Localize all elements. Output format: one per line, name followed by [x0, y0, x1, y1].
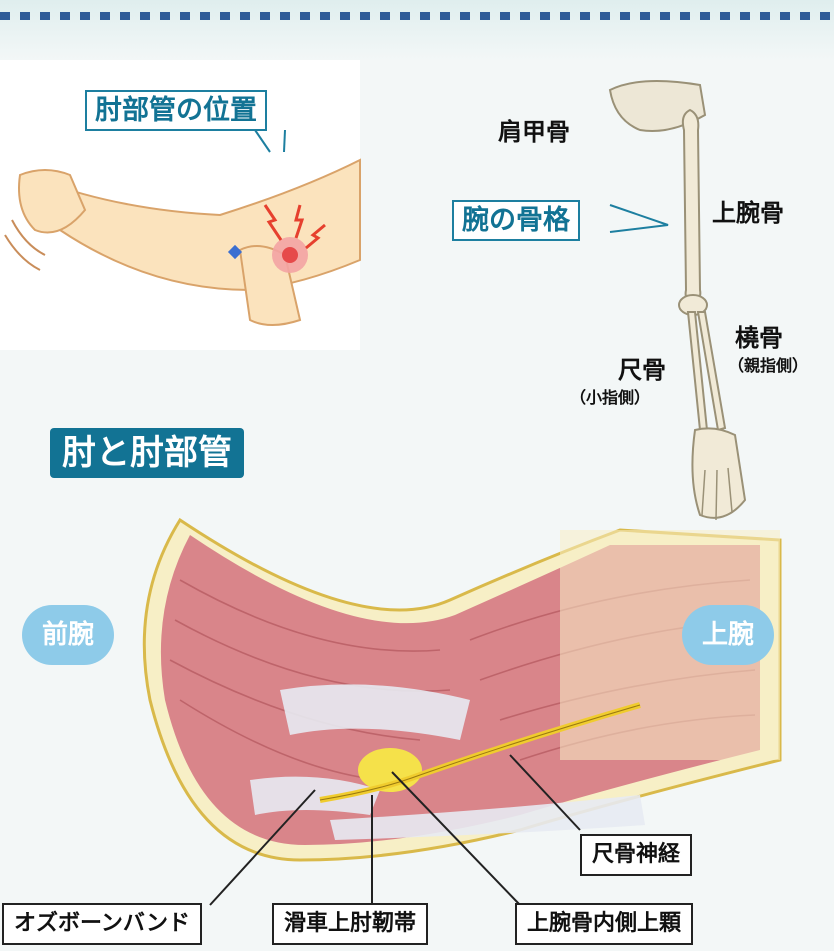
forearm-bubble: 前腕	[22, 605, 114, 665]
ligament-label: 滑車上肘靭帯	[272, 903, 428, 945]
upper-arm-bubble: 上腕	[682, 605, 774, 665]
ulnar-nerve-label: 尺骨神経	[580, 834, 692, 876]
medial-epicondyle-label: 上腕骨内側上顆	[515, 903, 693, 945]
osborne-band-label: オズボーンバンド	[2, 903, 202, 945]
